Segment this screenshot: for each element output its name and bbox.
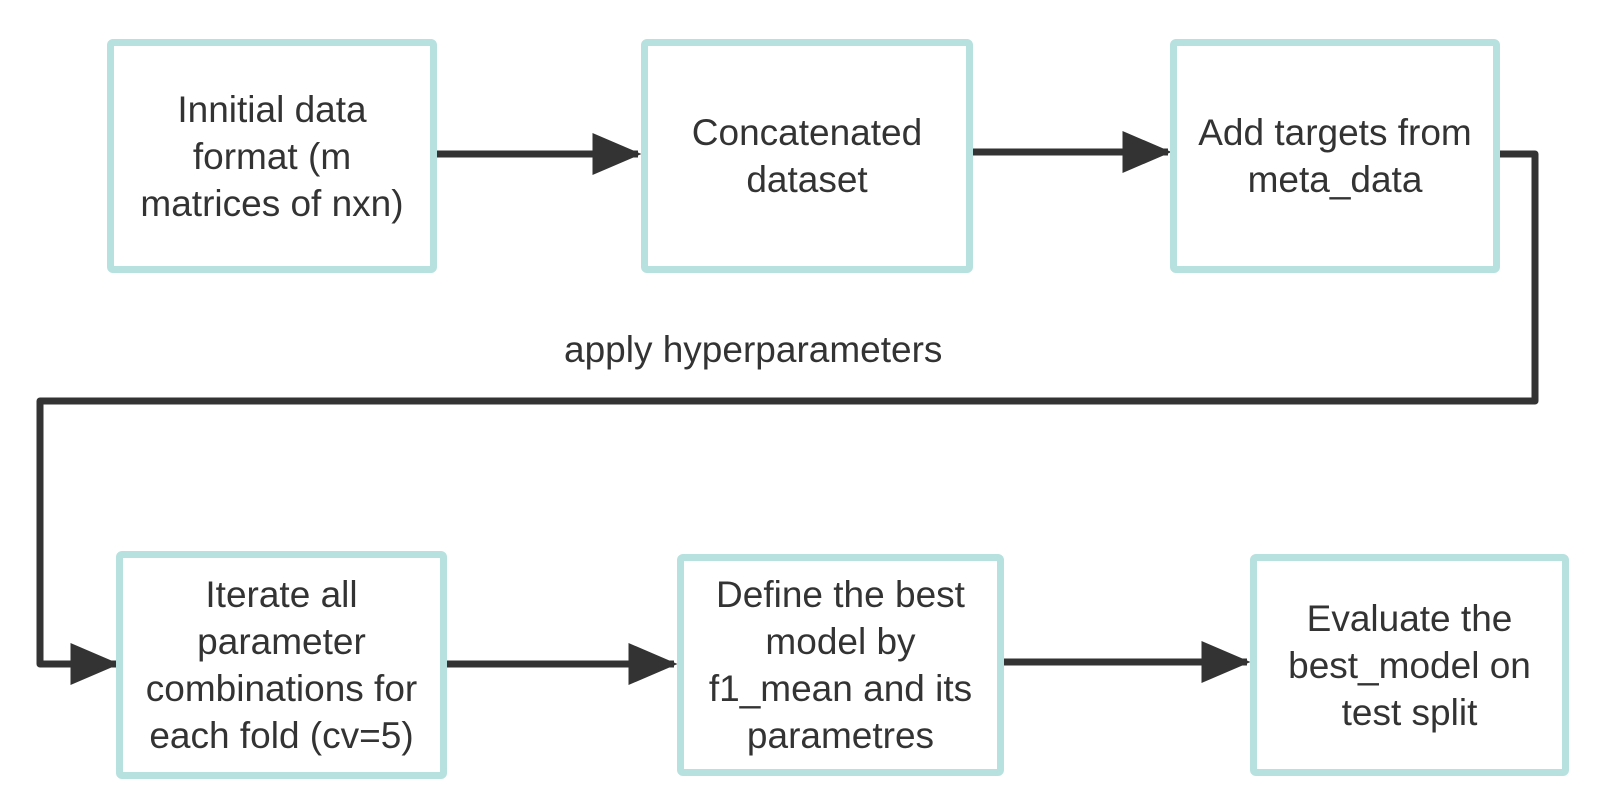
arrow-add-targets-to-iterate xyxy=(36,150,1539,685)
node-evaluate-label: Evaluate the best_model on test split xyxy=(1288,597,1531,733)
node-initial-data: Innitial data format (m matrices of nxn) xyxy=(107,39,437,273)
node-concatenated-label: Concatenated dataset xyxy=(691,112,923,200)
edge-label-apply-hyperparameters: apply hyperparameters xyxy=(564,329,943,370)
node-define-best: Define the best model by f1_mean and its… xyxy=(677,554,1004,776)
node-iterate-label: Iterate all parameter combinations for e… xyxy=(145,574,418,756)
node-add-targets-label: Add targets from meta_data xyxy=(1198,112,1472,200)
node-add-targets: Add targets from meta_data xyxy=(1170,39,1500,273)
node-define-best-label: Define the best model by f1_mean and its… xyxy=(708,574,973,756)
node-iterate: Iterate all parameter combinations for e… xyxy=(116,551,447,779)
node-evaluate: Evaluate the best_model on test split xyxy=(1250,554,1569,776)
node-initial-data-label: Innitial data format (m matrices of nxn) xyxy=(140,88,404,224)
node-concatenated: Concatenated dataset xyxy=(641,39,973,273)
